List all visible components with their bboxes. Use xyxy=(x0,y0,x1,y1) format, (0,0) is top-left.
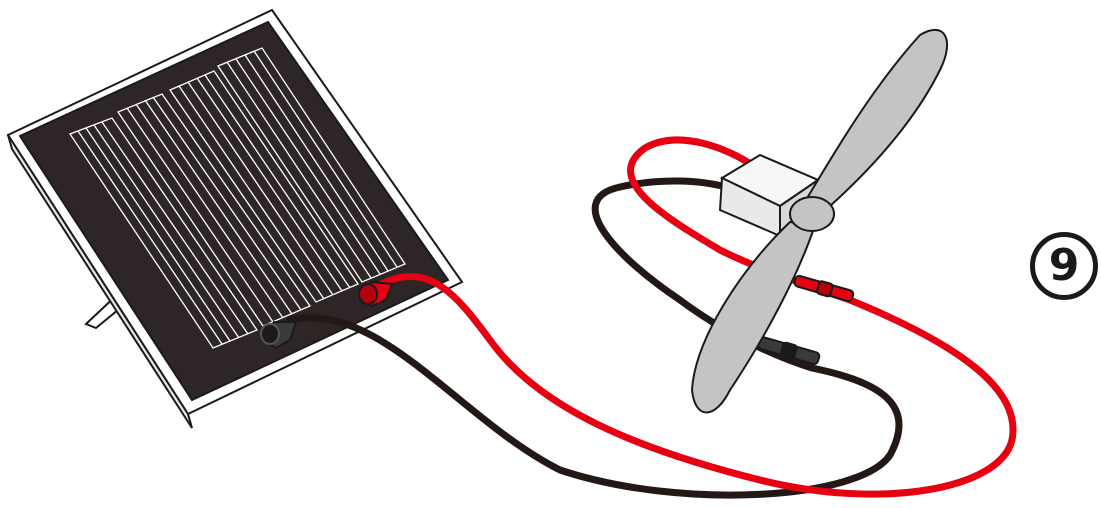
solar-panel xyxy=(8,10,462,428)
red-plug xyxy=(794,275,855,302)
red-wire xyxy=(380,140,1013,494)
propeller-blade-upper xyxy=(800,30,947,215)
step-number-badge: 9 xyxy=(1030,232,1098,300)
step-number: 9 xyxy=(1049,244,1080,288)
propeller-hub xyxy=(790,197,834,231)
